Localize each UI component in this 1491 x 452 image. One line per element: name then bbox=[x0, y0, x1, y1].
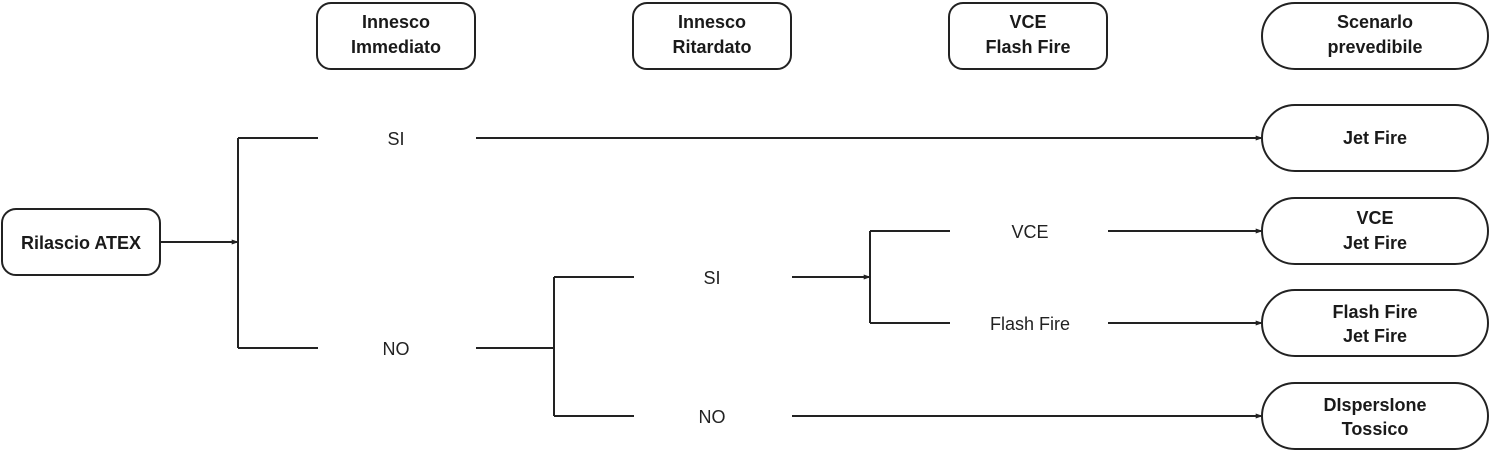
header-scenario-line1: Scenarlo bbox=[1337, 12, 1413, 32]
outcome-flash-fire-jet-fire: Flash Fire Jet Fire bbox=[1261, 289, 1489, 357]
outcome-jet-fire-label: Jet Fire bbox=[1343, 128, 1407, 148]
flash-fire-label: Flash Fire bbox=[990, 314, 1070, 334]
header-immediate-ignition: Innesco Immediato bbox=[316, 2, 476, 70]
start-node: Rilascio ATEX bbox=[1, 208, 161, 276]
header-immediate-ignition-line1: Innesco bbox=[362, 12, 430, 32]
header-delayed-ignition-line2: Ritardato bbox=[672, 37, 751, 57]
header-scenario: Scenarlo prevedibile bbox=[1261, 2, 1489, 70]
header-delayed-ignition: Innesco Ritardato bbox=[632, 2, 792, 70]
outcome-toxic-dispersion: DIspersIone Tossico bbox=[1261, 382, 1489, 450]
header-vce-flash-fire: VCE Flash Fire bbox=[948, 2, 1108, 70]
outcome-toxic-dispersion-line2: Tossico bbox=[1342, 419, 1409, 439]
delayed-no-label: NO bbox=[699, 407, 726, 427]
outcome-vce-jet-fire: VCE Jet Fire bbox=[1261, 197, 1489, 265]
start-node-label: Rilascio ATEX bbox=[21, 233, 141, 253]
header-immediate-ignition-line2: Immediato bbox=[351, 37, 441, 57]
delayed-yes-label: SI bbox=[703, 268, 720, 288]
immediate-yes-label: SI bbox=[387, 129, 404, 149]
header-vce-flash-fire-line2: Flash Fire bbox=[985, 37, 1070, 57]
header-delayed-ignition-line1: Innesco bbox=[678, 12, 746, 32]
outcome-jet-fire: Jet Fire bbox=[1261, 104, 1489, 172]
outcome-toxic-dispersion-line1: DIspersIone bbox=[1323, 395, 1426, 415]
immediate-no-label: NO bbox=[383, 339, 410, 359]
outcome-vce-jet-fire-line2: Jet Fire bbox=[1343, 233, 1407, 253]
header-vce-flash-fire-line1: VCE bbox=[1009, 12, 1046, 32]
outcome-flash-fire-jet-fire-line2: Jet Fire bbox=[1343, 326, 1407, 346]
outcome-flash-fire-jet-fire-line1: Flash Fire bbox=[1332, 302, 1417, 322]
vce-label: VCE bbox=[1011, 222, 1048, 242]
header-scenario-line2: prevedibile bbox=[1327, 37, 1422, 57]
outcome-vce-jet-fire-line1: VCE bbox=[1356, 208, 1393, 228]
